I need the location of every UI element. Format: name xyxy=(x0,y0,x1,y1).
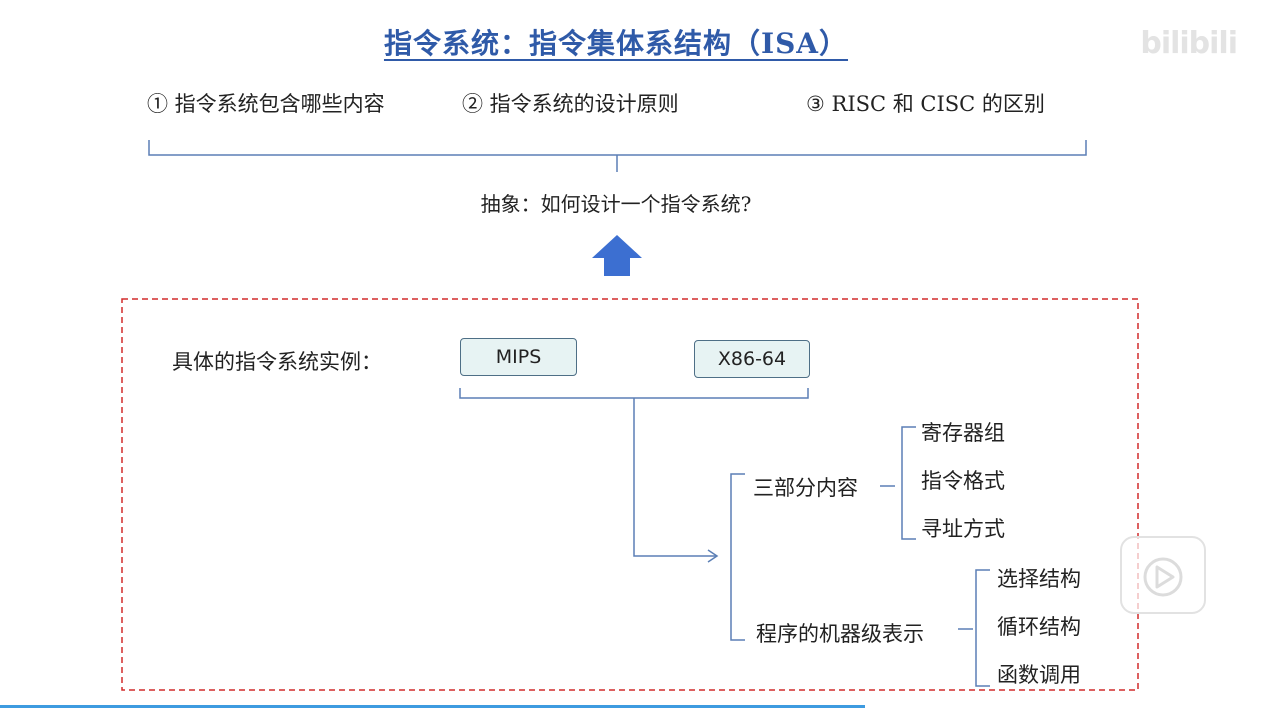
branch-machine-level: 程序的机器级表示 xyxy=(756,622,924,646)
isa-brace xyxy=(459,388,809,557)
bilibili-logo: bilibili xyxy=(1140,26,1238,61)
leaf-addressing-mode: 寻址方式 xyxy=(921,517,1005,541)
leaf-register-file: 寄存器组 xyxy=(921,421,1005,445)
examples-frame xyxy=(121,298,1139,691)
branch-three-parts: 三部分内容 xyxy=(753,476,858,500)
branch-bracket xyxy=(730,473,745,641)
example-label: 具体的指令系统实例： xyxy=(172,350,382,374)
up-arrow-icon xyxy=(592,235,642,276)
leaf-loop-structure: 循环结构 xyxy=(997,615,1081,639)
subbracket-machine-level xyxy=(958,569,990,687)
leaf-selection-structure: 选择结构 xyxy=(997,567,1081,591)
page-title: 指令系统：指令集体系结构（ISA） xyxy=(383,27,849,60)
topic-contents: ① 指令系统包含哪些内容 xyxy=(147,92,385,116)
abstract-question: 抽象：如何设计一个指令系统? xyxy=(480,192,752,216)
play-icon xyxy=(1143,557,1183,597)
progress-bar[interactable] xyxy=(0,705,865,708)
isa-box-x86-64: X86-64 xyxy=(694,340,810,378)
isa-box-mips: MIPS xyxy=(460,338,577,376)
arrow-head-icon xyxy=(707,549,719,563)
topic-risc-vs-cisc: ③ RISC 和 CISC 的区别 xyxy=(806,92,1045,116)
play-button[interactable] xyxy=(1120,536,1206,614)
leaf-function-call: 函数调用 xyxy=(997,663,1081,687)
topic-design-principles: ② 指令系统的设计原则 xyxy=(462,92,679,116)
subbracket-three-parts xyxy=(880,426,916,540)
top-brace xyxy=(148,140,1087,172)
leaf-instruction-format: 指令格式 xyxy=(921,469,1005,493)
